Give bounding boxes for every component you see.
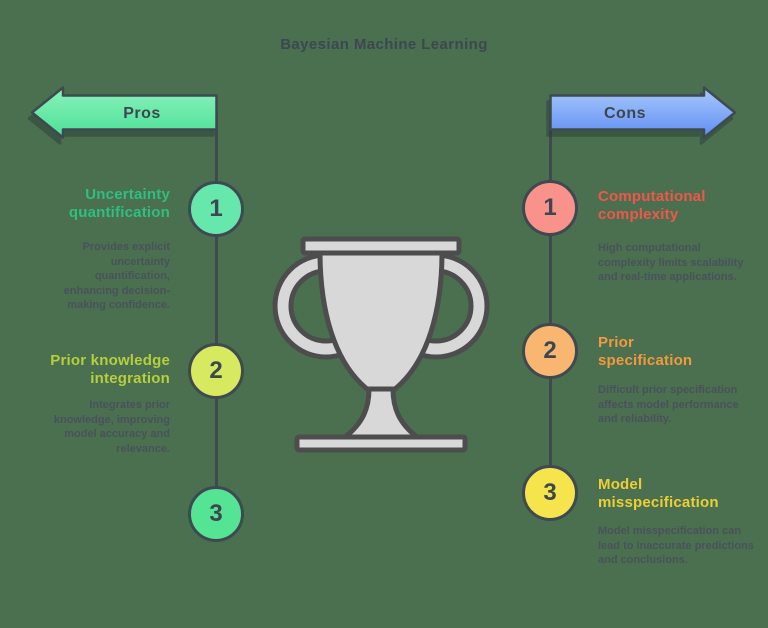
pros-step-2-circle: 2 bbox=[188, 343, 244, 399]
step-number: 2 bbox=[209, 357, 223, 384]
pros-arrow: Pros bbox=[30, 86, 218, 139]
pros-arrow-label: Pros bbox=[123, 105, 161, 122]
pros-item-2-heading: Prior knowledge integration bbox=[50, 352, 170, 387]
cons-item-1-desc: High computational complexity limits sca… bbox=[598, 242, 744, 284]
trophy-parts bbox=[272, 236, 490, 453]
pros-item-2-desc: Integrates prior knowledge, improving mo… bbox=[53, 399, 170, 455]
cons-arrow: Cons bbox=[549, 86, 737, 139]
trophy-icon bbox=[272, 236, 490, 453]
trophy-base bbox=[294, 434, 468, 453]
cons-step-1-circle: 1 bbox=[522, 180, 578, 236]
trophy-stem bbox=[342, 386, 420, 440]
pros-timeline-line bbox=[215, 112, 218, 514]
pros-step-3-circle: 3 bbox=[188, 486, 244, 542]
cons-arrow-shape bbox=[549, 86, 737, 139]
page-title: Bayesian Machine Learning bbox=[280, 36, 488, 53]
cons-item-2-heading: Prior specification bbox=[598, 334, 693, 369]
pros-arrow-shape bbox=[30, 86, 218, 139]
cons-step-3-circle: 3 bbox=[522, 465, 578, 521]
cons-item-3-desc: Model misspecification can lead to inacc… bbox=[598, 525, 754, 567]
cons-arrow-label: Cons bbox=[604, 105, 646, 122]
pros-step-1-circle: 1 bbox=[188, 181, 244, 237]
pros-item-1-heading: Uncertainty quantification bbox=[68, 186, 170, 221]
trophy-lip bbox=[300, 236, 462, 256]
cons-timeline-line bbox=[549, 112, 552, 493]
step-number: 1 bbox=[543, 194, 557, 221]
cons-step-2-circle: 2 bbox=[522, 323, 578, 379]
cons-item-2-desc: Difficult prior specification affects mo… bbox=[598, 384, 739, 426]
cons-item-1-heading: Computational complexity bbox=[598, 188, 706, 223]
step-number: 3 bbox=[209, 500, 223, 527]
pros-item-1-desc: Provides explicit uncertainty quantifica… bbox=[63, 241, 170, 312]
cons-item-3-heading: Model misspecification bbox=[598, 476, 719, 511]
trophy-cup bbox=[317, 249, 445, 392]
step-number: 1 bbox=[209, 195, 223, 222]
step-number: 3 bbox=[543, 479, 557, 506]
step-number: 2 bbox=[543, 337, 557, 364]
